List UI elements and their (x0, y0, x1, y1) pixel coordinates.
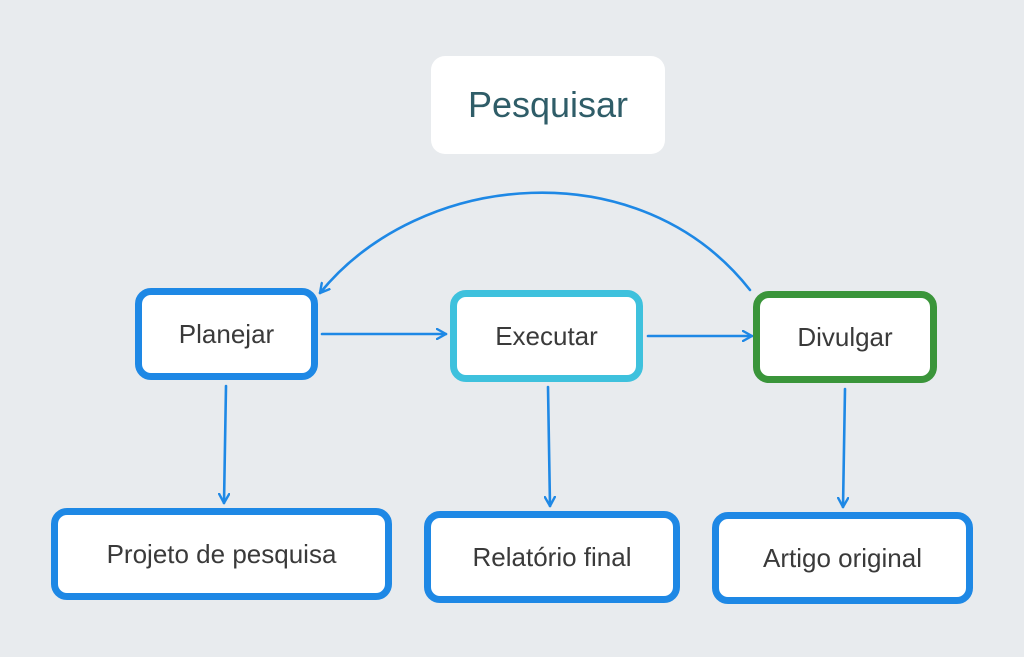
node-divulgar: Divulgar (753, 291, 937, 383)
node-artigo-original: Artigo original (712, 512, 973, 604)
node-planejar: Planejar (135, 288, 318, 380)
diagram-title: Pesquisar (431, 56, 665, 154)
node-relatorio-final: Relatório final (424, 511, 680, 603)
node-executar: Executar (450, 290, 643, 382)
node-projeto-de-pesquisa: Projeto de pesquisa (51, 508, 392, 600)
arrow-divulgar-to-artigo (843, 387, 845, 509)
feedback-arrow-divulgar-to-planejar (318, 191, 752, 295)
arrow-executar-to-relatorio (548, 385, 550, 508)
arrow-planejar-to-projeto (224, 384, 226, 505)
